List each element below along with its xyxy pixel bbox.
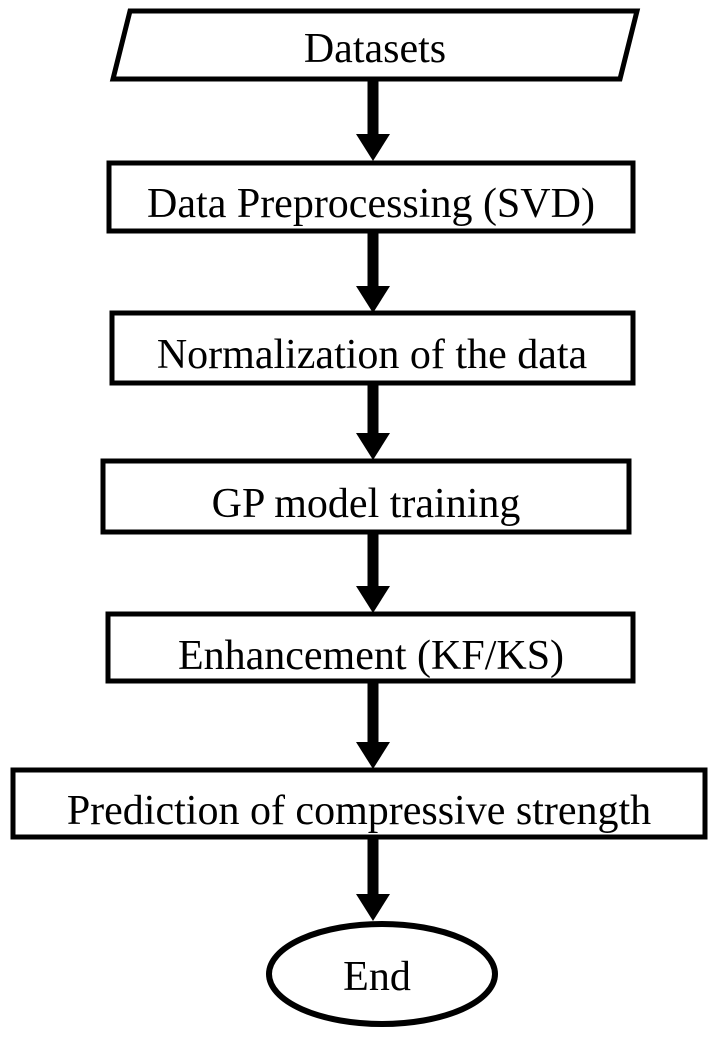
node-datasets: Datasets xyxy=(109,8,641,82)
edge-preprocessing-to-normalization xyxy=(356,231,390,313)
arrow-head xyxy=(356,433,390,460)
edge-prediction-to-end xyxy=(356,837,390,921)
node-end: End xyxy=(266,921,498,1027)
edge-gp-training-to-enhancement xyxy=(356,532,390,613)
prediction-label: Prediction of compressive strength xyxy=(67,788,651,834)
datasets-label: Datasets xyxy=(304,26,446,72)
gp-training-label: GP model training xyxy=(212,481,521,527)
edge-normalization-to-gp-training xyxy=(356,383,390,460)
enhancement-label: Enhancement (KF/KS) xyxy=(178,633,564,679)
preprocessing-rect-shape xyxy=(106,160,636,234)
arrow-head xyxy=(356,894,390,921)
arrow-head xyxy=(356,134,390,161)
normalization-rect-shape xyxy=(109,310,636,386)
node-preprocessing: Data Preprocessing (SVD) xyxy=(106,160,636,234)
arrow-head xyxy=(356,286,390,313)
normalization-label: Normalization of the data xyxy=(157,332,588,378)
preprocessing-label: Data Preprocessing (SVD) xyxy=(147,181,595,227)
node-gp-training: GP model training xyxy=(100,458,632,535)
datasets-parallelogram-shape xyxy=(109,8,641,82)
end-label: End xyxy=(343,954,411,1000)
prediction-rect-shape xyxy=(10,767,708,840)
edge-datasets-to-preprocessing xyxy=(356,80,390,161)
end-ellipse-shape xyxy=(266,921,498,1027)
arrow-head xyxy=(356,586,390,613)
node-prediction: Prediction of compressive strength xyxy=(10,767,708,840)
arrow-head xyxy=(356,742,390,769)
node-enhancement: Enhancement (KF/KS) xyxy=(105,611,636,684)
gp-training-rect-shape xyxy=(100,458,632,535)
edge-enhancement-to-prediction xyxy=(356,681,390,769)
enhancement-rect-shape xyxy=(105,611,636,684)
node-normalization: Normalization of the data xyxy=(109,310,636,386)
